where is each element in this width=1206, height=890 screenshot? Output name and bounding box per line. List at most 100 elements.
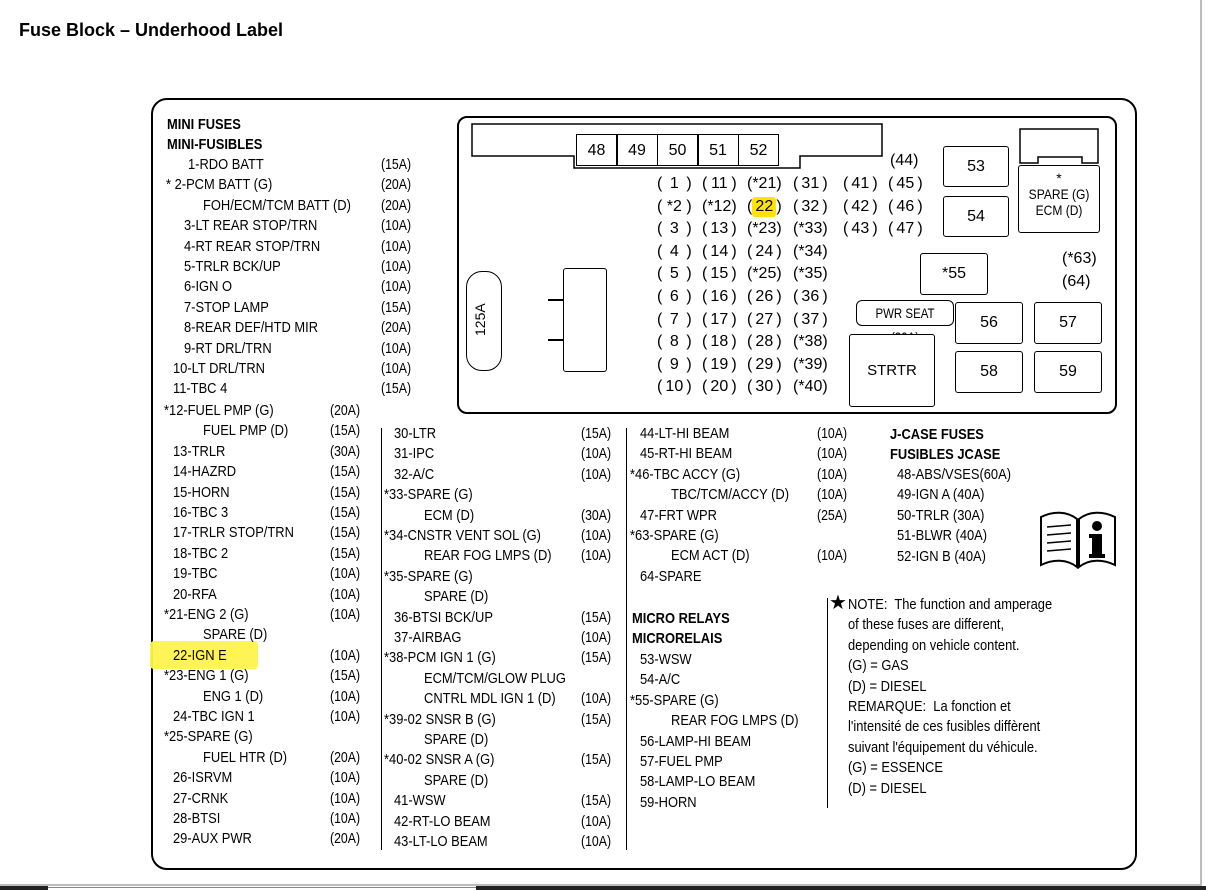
fuse-label: 36-BTSI BCK/UP: [394, 608, 493, 626]
fuse-label: 32-A/C: [394, 465, 435, 483]
micro-relays-header: MICRO RELAYS: [632, 610, 730, 627]
mini-fuse-slot: (17): [702, 310, 737, 328]
mini-fuse-number: 46: [896, 197, 915, 215]
fuse-label: SPARE (D): [424, 771, 489, 789]
mini-fuse-number: 19: [710, 355, 729, 373]
fuse-amperage: (10A): [381, 237, 412, 255]
fuse-label: 42-RT-LO BEAM: [394, 812, 491, 830]
fuse-amperage: (10A): [817, 486, 848, 504]
mini-fuse-slot: (19): [702, 355, 737, 373]
fuse-amperage: (10A): [330, 606, 361, 623]
fuse-label: 19-TBC: [173, 565, 218, 583]
mini-fuse-number: *25: [752, 265, 777, 283]
mini-fuse-number: 15: [710, 265, 729, 283]
note-line: (D) = DIESEL: [848, 677, 927, 695]
mini-fuse-number: 14: [710, 242, 729, 260]
mini-fuse-slot: (1): [657, 175, 692, 192]
mini-fuse-number: 18: [710, 333, 729, 351]
mini-fuse-slot: (4): [657, 242, 692, 260]
connector-pin: [548, 339, 563, 341]
fuse-label: *12-FUEL PMP (G): [164, 402, 274, 419]
fuse-amperage: (15A): [581, 710, 612, 728]
mini-fuse-slot: (10): [657, 378, 692, 396]
jcase-fuse-label: 52-IGN B (40A): [897, 547, 986, 565]
mini-fuse-number: 31: [801, 175, 820, 192]
mini-fuse-number: 36: [801, 288, 820, 305]
note-line: l'intensité de ces fusibles diffèrent: [848, 718, 1041, 736]
fuse-label: *40-02 SNSR A (G): [384, 751, 495, 769]
fuse-label: 27-CRNK: [173, 789, 229, 807]
fuse-amperage: (10A): [330, 646, 361, 664]
note-line: of these fuses are different,: [848, 616, 1005, 634]
fuse-amperage: (10A): [817, 445, 848, 463]
mini-fuse-number: 5: [669, 265, 679, 283]
mini-fuse-slot: (*23): [747, 220, 782, 238]
divider-2: [626, 428, 627, 850]
note-line: REMARQUE: La fonction et: [848, 698, 1011, 715]
micro-relay-label: 53-WSW: [640, 651, 692, 668]
fuse-label: 9-RT DRL/TRN: [184, 339, 272, 357]
mini-fuse-number: 1: [669, 175, 679, 192]
bottom-bar: [476, 886, 1206, 890]
fuse-label: 13-TRLR: [173, 442, 226, 460]
fuse-label: 8-REAR DEF/HTD MIR: [184, 319, 319, 337]
fuse-amperage: (15A): [581, 792, 612, 810]
mini-fuse-number: 32: [801, 197, 820, 215]
mini-fuse-number: 8: [669, 333, 679, 351]
fuse-label: 16-TBC 3: [173, 504, 229, 521]
fuse-125a: [466, 271, 502, 371]
fuse-amperage: (15A): [330, 667, 361, 685]
fuse-label: 14-HAZRD: [173, 463, 237, 481]
fuse-amperage: (15A): [581, 649, 612, 667]
fuse-label: ECM/TCM/GLOW PLUG: [424, 669, 566, 687]
fuse-label: SPARE (D): [203, 626, 268, 644]
mini-fuse-slot: (46): [888, 197, 923, 215]
mini-fuse-slot: (47): [888, 220, 923, 238]
highlight-22-ign-e: [150, 641, 258, 669]
spare-ecm-relay: * SPARE (G) ECM (D): [1018, 165, 1100, 233]
mini-fuse-slot: (3): [657, 220, 692, 238]
mini-fuse-number: 16: [710, 288, 729, 305]
mini-fuse-slot: (*12): [702, 197, 737, 215]
note-line: suivant l'équipement du véhicule.: [848, 738, 1038, 756]
fuse-amperage: (30A): [581, 506, 612, 524]
mini-fuse-number: 13: [710, 220, 729, 238]
fuse-amperage: (10A): [381, 217, 412, 235]
mini-fuse-number: *39: [798, 355, 823, 373]
mini-fuse-slot: (11): [702, 175, 737, 192]
fuse-label: 24-TBC IGN 1: [173, 708, 255, 725]
fuse-amperage: (20A): [330, 830, 361, 848]
fuse-label: *46-TBC ACCY (G): [630, 465, 741, 483]
micro-relay-label: 54-A/C: [640, 671, 681, 689]
jcase-slot-51: 51: [697, 134, 739, 166]
fuse-44: (44): [890, 152, 919, 169]
bottom-bar: [0, 886, 48, 890]
micro-relay-label: *55-SPARE (G): [630, 691, 719, 709]
mini-fuse-slot: (9): [657, 355, 692, 373]
mini-fuse-slot: (*39): [793, 355, 828, 373]
jcase-slot-48: 48: [576, 134, 617, 166]
mini-fuse-number: 7: [669, 310, 679, 328]
fuse-amperage: (10A): [330, 687, 361, 705]
mini-fuse-number: *38: [798, 333, 823, 351]
mini-fuse-number: *2: [666, 197, 682, 215]
fuse-label: CNTRL MDL IGN 1 (D): [424, 690, 556, 708]
fuse-amperage: (20A): [381, 319, 412, 337]
mini-fuse-number: 27: [755, 310, 774, 328]
book-info-icon: [1040, 511, 1116, 570]
fuse-amperage: (10A): [330, 789, 361, 807]
fuse-label: 26-ISRVM: [173, 769, 233, 787]
mini-fuse-number: 41: [851, 175, 870, 192]
mini-fuse-slot: (31): [793, 175, 828, 192]
microrelais-header: MICRORELAIS: [632, 630, 723, 647]
fuse-amperage: (15A): [330, 504, 361, 521]
fuse-label: 29-AUX PWR: [173, 830, 252, 848]
note-line: NOTE: The function and amperage: [848, 596, 1053, 613]
fuse-label: 30-LTR: [394, 425, 437, 442]
relay-59: 59: [1034, 351, 1102, 393]
mini-fuse-number: 28: [755, 333, 774, 351]
mini-fuse-slot: (24): [747, 242, 782, 260]
mini-fuse-number: *21: [752, 175, 777, 192]
fuse-amperage: (10A): [381, 278, 412, 296]
